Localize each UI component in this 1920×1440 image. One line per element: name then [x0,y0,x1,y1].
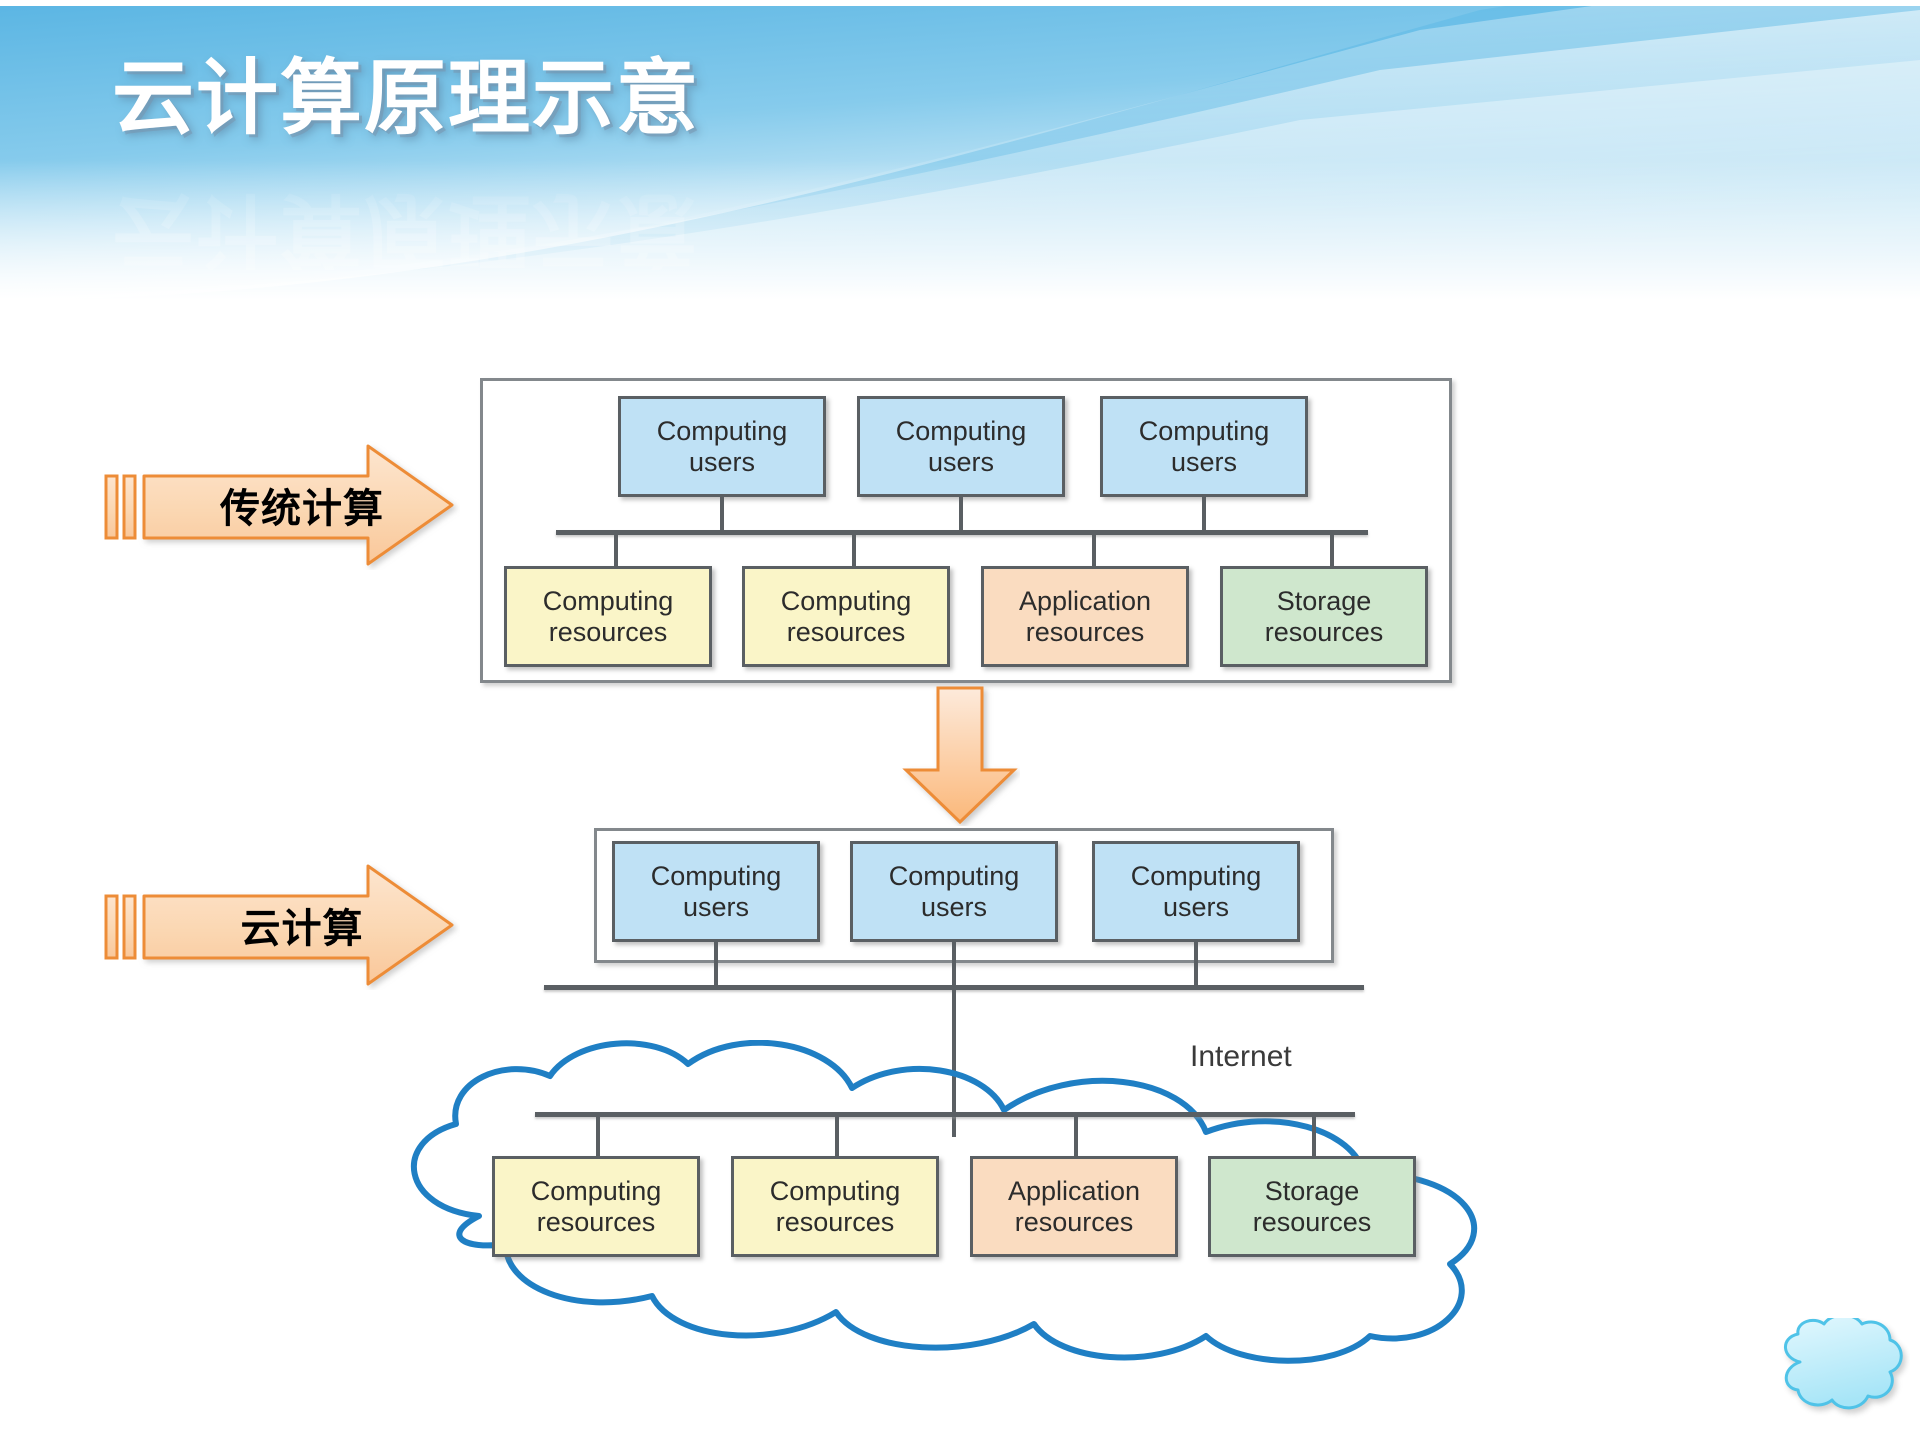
top-user-box-3-line2: users [1170,446,1238,477]
cloud-icon [1784,1318,1903,1410]
bottom-user-box-2-line1: Computing [888,861,1020,892]
top-resource-box-2-line1: Computing [780,586,912,617]
top-resource-box-3-line1: Application [1018,586,1152,617]
bottom-user-box-2-line2: users [920,891,988,922]
top-user-box-2-line2: users [927,446,995,477]
top-bus-line [556,530,1368,535]
bottom-resource-connector-3 [1074,1116,1078,1158]
bottom-resource-box-4-line2: resources [1252,1206,1372,1237]
top-user-box-1: Computing users [618,396,826,497]
top-resource-box-3-line2: resources [1025,616,1145,647]
bottom-user-box-1-line1: Computing [650,861,782,892]
bottom-resource-box-1: Computing resources [492,1156,700,1257]
cloud-computing-banner[interactable]: 云计算 [100,860,460,990]
bottom-resource-box-4-line1: Storage [1264,1176,1360,1207]
bottom-user-connector-1 [714,942,718,987]
flow-down-arrow [902,686,1018,825]
traditional-diagram-frame [480,378,1452,683]
top-resource-box-3: Application resources [981,566,1189,667]
bottom-resource-connector-2 [835,1116,839,1158]
bottom-user-box-3-line2: users [1162,891,1230,922]
cloud-users-frame [594,828,1334,963]
bottom-resource-box-2-line2: resources [775,1206,895,1237]
slide-header: 云计算原理示意 云计算原理示意 [0,0,1920,300]
bottom-resource-box-2-line1: Computing [769,1176,901,1207]
top-user-box-2-line1: Computing [895,416,1027,447]
internet-cloud-outline [411,1040,1478,1364]
top-resource-box-1-line1: Computing [542,586,674,617]
cloud-resources-bus-line [535,1112,1355,1117]
top-user-connector-1 [720,497,724,530]
top-user-box-3-line1: Computing [1138,416,1270,447]
bottom-resource-box-2: Computing resources [731,1156,939,1257]
top-user-box-2: Computing users [857,396,1065,497]
bottom-resource-connector-4 [1312,1116,1316,1158]
bottom-resource-box-3: Application resources [970,1156,1178,1257]
bottom-resource-box-3-line2: resources [1014,1206,1134,1237]
bottom-resource-box-1-line1: Computing [530,1176,662,1207]
top-resource-box-1-line2: resources [548,616,668,647]
top-resource-box-4-line2: resources [1264,616,1384,647]
bottom-user-box-3-line1: Computing [1130,861,1262,892]
top-user-box-3: Computing users [1100,396,1308,497]
internet-trunk-line [952,987,956,1137]
header-background-graphic [0,0,1920,300]
bottom-user-box-1: Computing users [612,841,820,942]
traditional-computing-banner-shape [104,444,454,566]
traditional-computing-banner[interactable]: 传统计算 [100,440,460,570]
top-resource-box-2-line2: resources [786,616,906,647]
top-resource-box-1: Computing resources [504,566,712,667]
top-user-connector-3 [1202,497,1206,530]
top-resource-connector-2 [852,535,856,568]
top-resource-connector-3 [1092,535,1096,568]
top-resource-box-4: Storage resources [1220,566,1428,667]
bottom-resource-box-1-line2: resources [536,1206,656,1237]
top-resource-connector-1 [614,535,618,568]
bottom-user-box-2: Computing users [850,841,1058,942]
bottom-user-box-1-line2: users [682,891,750,922]
top-resource-box-4-line1: Storage [1276,586,1372,617]
bottom-resource-box-3-line1: Application [1007,1176,1141,1207]
bottom-user-connector-2 [952,942,956,987]
top-resource-connector-4 [1330,535,1334,568]
bottom-user-connector-3 [1194,942,1198,987]
top-user-connector-2 [959,497,963,530]
bottom-user-box-3: Computing users [1092,841,1300,942]
bottom-resource-connector-1 [596,1116,600,1158]
top-user-box-1-line2: users [688,446,756,477]
top-user-box-1-line1: Computing [656,416,788,447]
cloud-computing-banner-shape [104,864,454,986]
internet-label: Internet [1190,1040,1292,1073]
top-resource-box-2: Computing resources [742,566,950,667]
bottom-resource-box-4: Storage resources [1208,1156,1416,1257]
